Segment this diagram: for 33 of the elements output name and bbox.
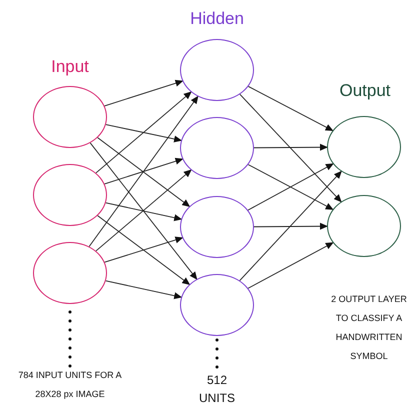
layer-caption: 512 UNITS <box>198 372 236 405</box>
layer-title: Input <box>50 56 90 78</box>
arrow <box>96 91 192 174</box>
arrow <box>239 170 342 281</box>
arrow <box>97 215 190 285</box>
neuron-circle <box>180 196 254 258</box>
arrow <box>105 202 182 222</box>
neuron-circle <box>33 242 107 304</box>
arrow <box>104 80 184 106</box>
neuron-circle <box>180 39 254 101</box>
neuron-circle <box>180 117 254 179</box>
neuron-circle <box>180 274 254 336</box>
layer-caption: 2 OUTPUT LAYER TO CLASSIFY A HANDWRITTEN SYMBOL <box>330 293 408 363</box>
arrow <box>239 94 342 202</box>
arrow <box>105 124 182 142</box>
layer-title: Hidden <box>189 8 245 30</box>
arrow <box>254 144 328 151</box>
neuron-circle <box>327 195 401 257</box>
arrow <box>88 96 198 247</box>
arrow <box>105 280 182 300</box>
layer-caption: 784 INPUT UNITS FOR A 28X28 px IMAGE <box>17 369 123 401</box>
arrow <box>104 158 184 184</box>
neuron-circle <box>33 86 107 148</box>
arrow <box>96 169 192 252</box>
arrow <box>97 137 190 207</box>
arrow <box>90 142 198 280</box>
neuron-circle <box>33 164 107 226</box>
neuron-circle <box>327 116 401 178</box>
layer-title: Output <box>338 80 392 102</box>
arrow <box>248 242 334 289</box>
arrow <box>254 222 328 230</box>
arrow <box>248 86 334 132</box>
arrow <box>104 236 184 263</box>
